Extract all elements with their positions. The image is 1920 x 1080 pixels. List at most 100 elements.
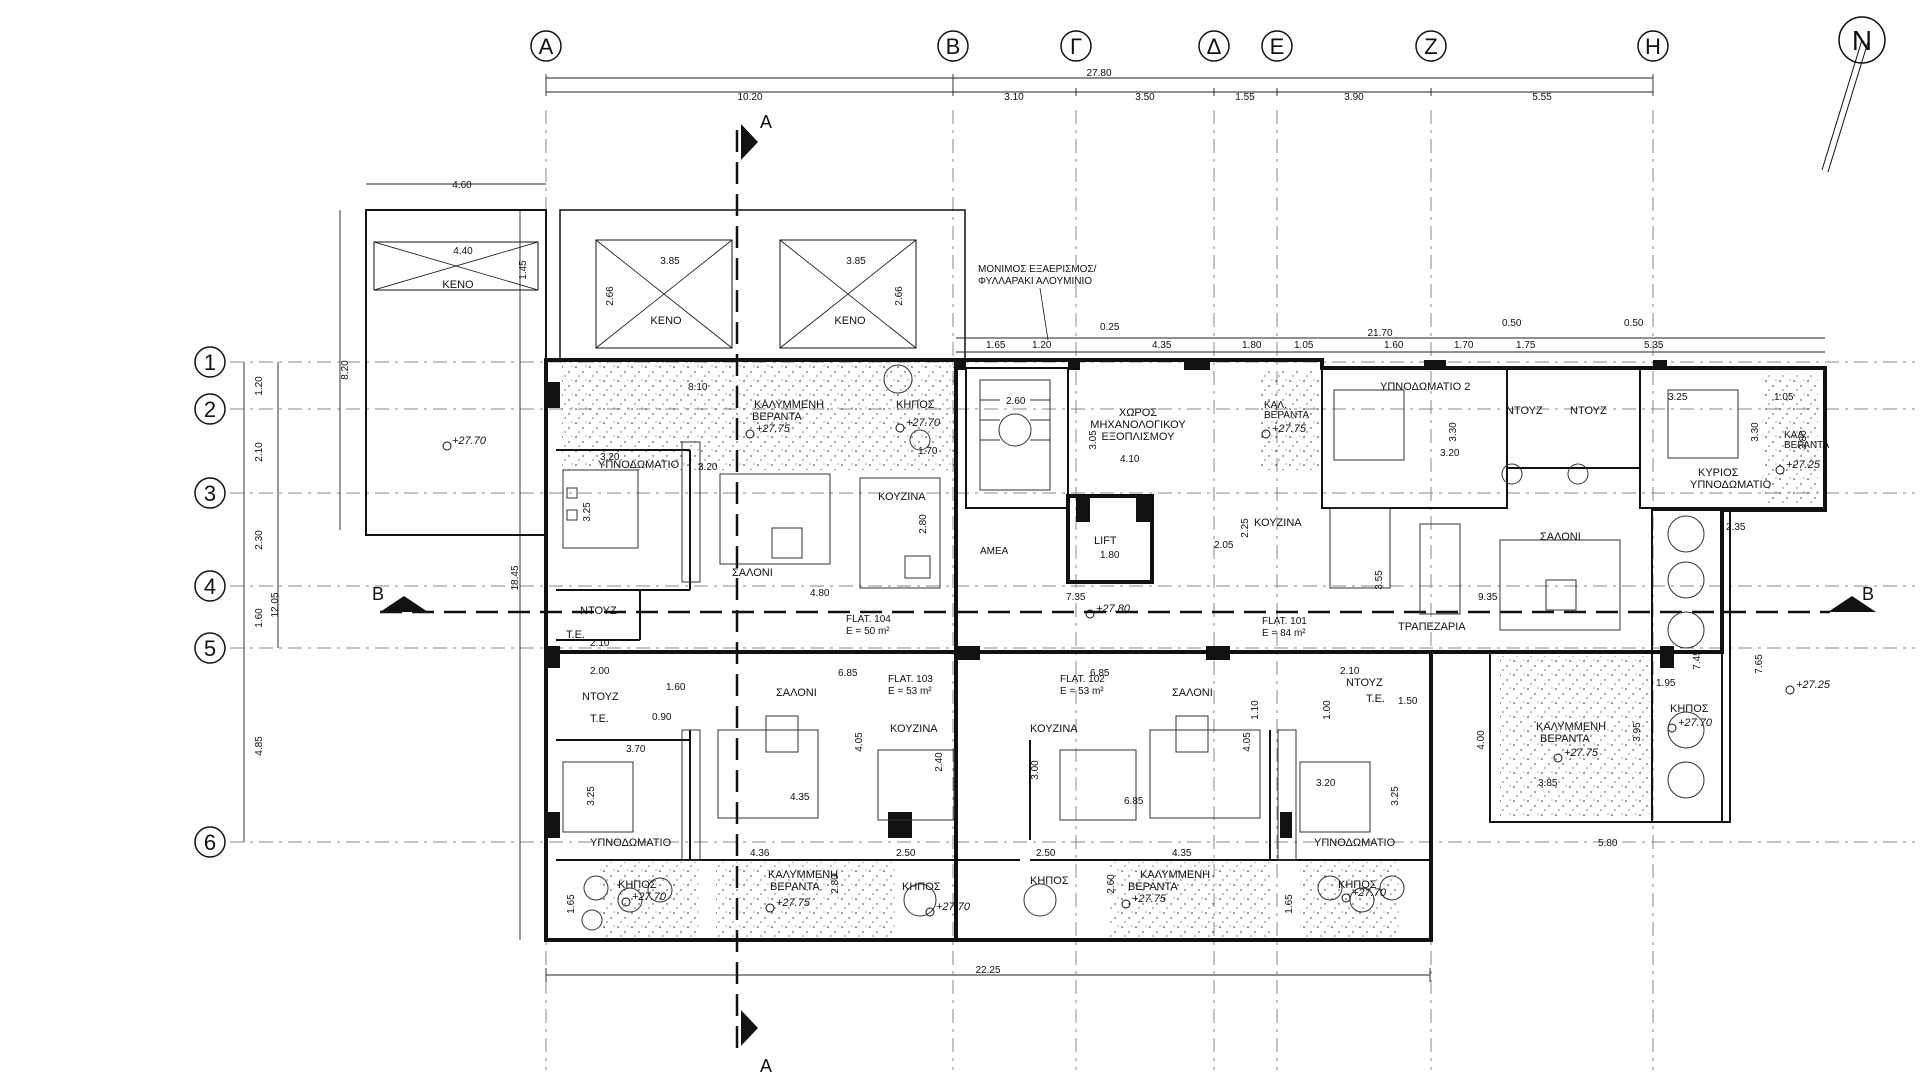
top-dimensions: 27.80 10.20 3.10 3.50 1.55 3.90 5.55 [545,68,1654,103]
svg-text:Τ.Ε.: Τ.Ε. [566,629,585,641]
svg-text:4.80: 4.80 [810,588,830,599]
left-dimensions: 1.20 2.10 2.30 1.60 4.85 12.05 18.45 8.2… [243,210,521,940]
svg-text:8.10: 8.10 [688,382,708,393]
svg-text:1.00: 1.00 [1322,700,1333,720]
svg-text:3.10: 3.10 [1004,92,1024,103]
svg-text:2.40: 2.40 [934,752,945,772]
section-b-left: B [372,584,384,604]
svg-text:1.80: 1.80 [1100,550,1120,561]
svg-text:+27.25: +27.25 [1796,679,1831,691]
axis-bubble-z: Ζ [1415,30,1447,62]
columns [548,360,1674,838]
axis-bubble-h: Η [1637,30,1669,62]
svg-text:2.60: 2.60 [1106,874,1117,894]
svg-text:22.25: 22.25 [975,965,1000,976]
svg-text:3.55: 3.55 [1374,570,1385,590]
svg-text:ΣΑΛΟΝΙ: ΣΑΛΟΝΙ [732,567,773,579]
svg-text:ΚΑΛΥΜΜΕΝΗ: ΚΑΛΥΜΜΕΝΗ [768,869,838,881]
svg-text:4.85: 4.85 [254,736,265,756]
axis-bubble-5: 5 [194,632,226,664]
void-left: ΚΕΝΟ 4.40 4.60 1.45 +27.70 [365,180,547,536]
axis-bubble-3: 3 [194,477,226,509]
flat-101: ΥΠΝΟΔΩΜΑΤΙΟ 2 ΝΤΟΥΖ ΝΤΟΥΖ ΚΥΡΙΟΣ ΥΠΝΟΔΩΜ… [1214,367,1831,849]
svg-text:4.35: 4.35 [1152,340,1172,351]
void-middle: ΚΕΝΟ 3.85 2.66 ΚΕΝΟ 3.85 2.66 [559,209,966,361]
svg-text:Ζ: Ζ [1424,34,1437,59]
svg-text:ΝΤΟΥΖ: ΝΤΟΥΖ [580,605,617,617]
svg-text:ΒΕΡΑΝΤΑ: ΒΕΡΑΝΤΑ [1264,410,1310,421]
svg-text:6: 6 [204,830,216,855]
svg-text:ΚΗΠΟΣ: ΚΗΠΟΣ [1338,879,1377,891]
svg-text:ΚΑΛΥΜΜΕΝΗ: ΚΑΛΥΜΜΕΝΗ [1536,721,1606,733]
svg-text:ΒΕΡΑΝΤΑ: ΒΕΡΑΝΤΑ [1784,440,1830,451]
svg-text:2.66: 2.66 [605,286,616,306]
svg-text:1.65: 1.65 [566,894,577,914]
svg-text:10.20: 10.20 [737,92,762,103]
svg-text:Γ: Γ [1070,34,1082,59]
svg-text:Ε = 53 m²: Ε = 53 m² [1060,686,1104,697]
svg-text:FLAT. 104: FLAT. 104 [846,614,891,625]
svg-text:+27.25: +27.25 [1786,459,1821,471]
svg-text:ΒΕΡΑΝΤΑ: ΒΕΡΑΝΤΑ [752,411,802,423]
svg-text:3.20: 3.20 [1316,778,1336,789]
svg-text:3.20: 3.20 [600,452,620,463]
svg-text:3.25: 3.25 [1668,392,1688,403]
svg-text:Ε = 84 m²: Ε = 84 m² [1262,628,1306,639]
axis-bubble-6: 6 [194,826,226,858]
svg-text:ΚΑΛΥΜΜΕΝΗ: ΚΑΛΥΜΜΕΝΗ [754,399,824,411]
svg-text:1.65: 1.65 [1284,894,1295,914]
flat-104: ΥΠΝΟΔΩΜΑΤΙΟ ΣΑΛΟΝΙ ΚΟΥΖΙΝΑ ΝΤΟΥΖ Τ.Ε. ΚΑ… [556,362,958,649]
svg-text:ΝΤΟΥΖ: ΝΤΟΥΖ [1346,677,1383,689]
svg-text:3.20: 3.20 [1440,448,1460,459]
svg-text:ΝΤΟΥΖ: ΝΤΟΥΖ [1506,405,1543,417]
svg-text:1.45: 1.45 [518,260,529,280]
svg-text:1.75: 1.75 [1516,340,1536,351]
svg-text:1.10: 1.10 [1250,700,1261,720]
svg-text:ΣΑΛΟΝΙ: ΣΑΛΟΝΙ [1540,531,1581,543]
svg-text:3.85: 3.85 [660,256,680,267]
svg-text:3.90: 3.90 [1344,92,1364,103]
svg-text:3.95: 3.95 [1632,722,1643,742]
svg-text:+27.70: +27.70 [452,435,487,447]
svg-text:5: 5 [204,636,216,661]
svg-text:+27.70: +27.70 [1352,887,1387,899]
svg-text:Τ.Ε.: Τ.Ε. [1366,693,1385,705]
svg-text:0.25: 0.25 [1100,322,1120,333]
svg-text:3.25: 3.25 [582,502,593,522]
svg-text:3.30: 3.30 [1750,422,1761,442]
svg-text:3.25: 3.25 [586,786,597,806]
svg-text:6.85: 6.85 [1090,668,1110,679]
svg-text:1.95: 1.95 [1656,678,1676,689]
svg-text:ΦΥΛΛΑΡΑΚΙ ΑΛΟΥΜΙΝΙΟ: ΦΥΛΛΑΡΑΚΙ ΑΛΟΥΜΙΝΙΟ [978,276,1092,287]
bottom-dimension: 22.25 [545,965,1431,982]
svg-text:2: 2 [204,397,216,422]
svg-text:4: 4 [204,574,216,599]
axis-letter-bubbles: Α Β Γ Δ Ε Ζ Η [530,30,1669,62]
svg-text:ΚΗΠΟΣ: ΚΗΠΟΣ [896,399,935,411]
svg-text:2.10: 2.10 [254,442,265,462]
svg-text:LIFT: LIFT [1094,535,1117,547]
svg-text:2.60: 2.60 [1006,396,1026,407]
svg-text:27.80: 27.80 [1086,68,1111,79]
svg-text:ΥΠΝΟΔΩΜΑΤΙΟ: ΥΠΝΟΔΩΜΑΤΙΟ [598,459,680,471]
svg-text:0.50: 0.50 [1502,318,1522,329]
svg-text:+27.75: +27.75 [776,897,811,909]
svg-text:0.50: 0.50 [1624,318,1644,329]
svg-text:5.80: 5.80 [1598,838,1618,849]
svg-text:ΚΗΠΟΣ: ΚΗΠΟΣ [1030,875,1069,887]
svg-text:ΚΑΛΥΜΜΕΝΗ: ΚΑΛΥΜΜΕΝΗ [1140,869,1210,881]
axis-bubble-4: 4 [194,570,226,602]
svg-text:ΜΟΝΙΜΟΣ ΕΞΑΕΡΙΣΜΟΣ/: ΜΟΝΙΜΟΣ ΕΞΑΕΡΙΣΜΟΣ/ [978,264,1097,275]
grid-lines [230,110,1915,1070]
svg-text:3.05: 3.05 [1088,430,1099,450]
svg-text:ΚΑΛ.: ΚΑΛ. [1784,430,1807,441]
svg-text:7.65: 7.65 [1754,654,1765,674]
svg-text:8.20: 8.20 [340,360,351,380]
svg-text:1.05: 1.05 [1774,392,1794,403]
svg-text:1.70: 1.70 [918,446,938,457]
svg-text:+27.70: +27.70 [906,417,941,429]
svg-text:1.05: 1.05 [1294,340,1314,351]
svg-text:3.25: 3.25 [1390,786,1401,806]
svg-text:12.05: 12.05 [270,592,281,617]
svg-text:18.45: 18.45 [510,565,521,590]
